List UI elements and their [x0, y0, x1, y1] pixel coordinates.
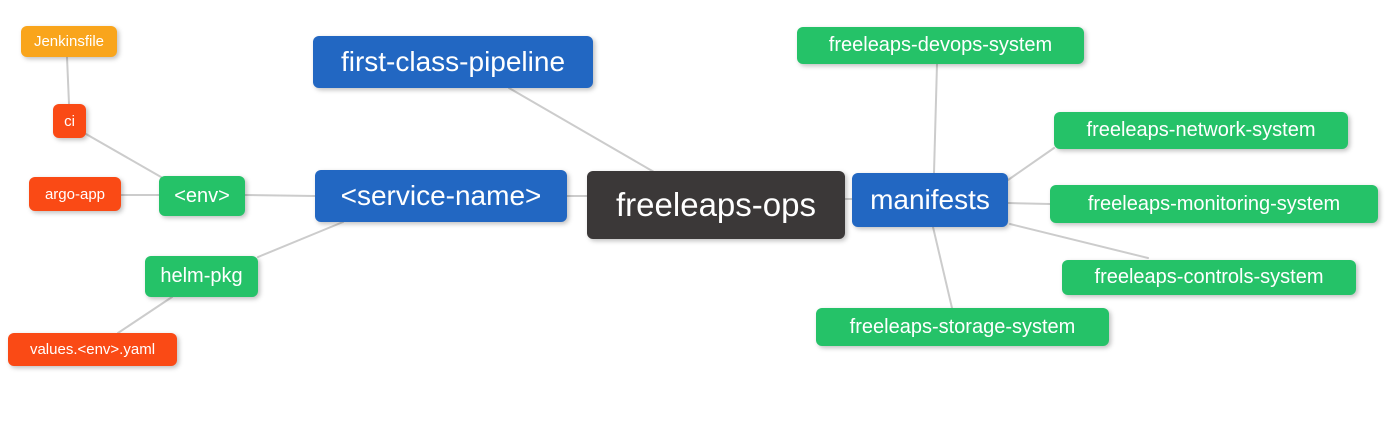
node-freeleaps-storage-system[interactable]: freeleaps-storage-system — [816, 308, 1109, 346]
edge-jenkinsfile-ci — [66, 56, 70, 105]
node-freeleaps-monitoring-system[interactable]: freeleaps-monitoring-system — [1050, 185, 1378, 223]
edge-env-service-name — [244, 194, 316, 197]
edge-helm-pkg-values-env-yaml — [117, 296, 173, 334]
node-service-name[interactable]: <service-name> — [315, 170, 567, 222]
node-freeleaps-controls-system[interactable]: freeleaps-controls-system — [1062, 260, 1356, 295]
edge-service-name-helm-pkg — [257, 221, 344, 258]
edge-first-class-pipeline-freeleaps-ops — [508, 87, 655, 173]
edge-manifests-storage-system — [932, 226, 953, 309]
edge-ci-env — [85, 133, 162, 178]
node-env[interactable]: <env> — [159, 176, 245, 216]
edge-manifests-devops-system — [933, 63, 938, 174]
node-freeleaps-devops-system[interactable]: freeleaps-devops-system — [797, 27, 1084, 64]
node-values-env-yaml[interactable]: values.<env>.yaml — [8, 333, 177, 366]
node-freeleaps-ops[interactable]: freeleaps-ops — [587, 171, 845, 239]
edge-manifests-controls-system — [1009, 223, 1149, 259]
node-argo-app[interactable]: argo-app — [29, 177, 121, 211]
node-ci[interactable]: ci — [53, 104, 86, 138]
node-jenkinsfile[interactable]: Jenkinsfile — [21, 26, 117, 57]
node-first-class-pipeline[interactable]: first-class-pipeline — [313, 36, 593, 88]
node-freeleaps-network-system[interactable]: freeleaps-network-system — [1054, 112, 1348, 149]
node-manifests[interactable]: manifests — [852, 173, 1008, 227]
node-helm-pkg[interactable]: helm-pkg — [145, 256, 258, 297]
edge-manifests-monitoring-system — [1007, 202, 1051, 205]
edge-manifests-network-system — [1007, 147, 1055, 181]
